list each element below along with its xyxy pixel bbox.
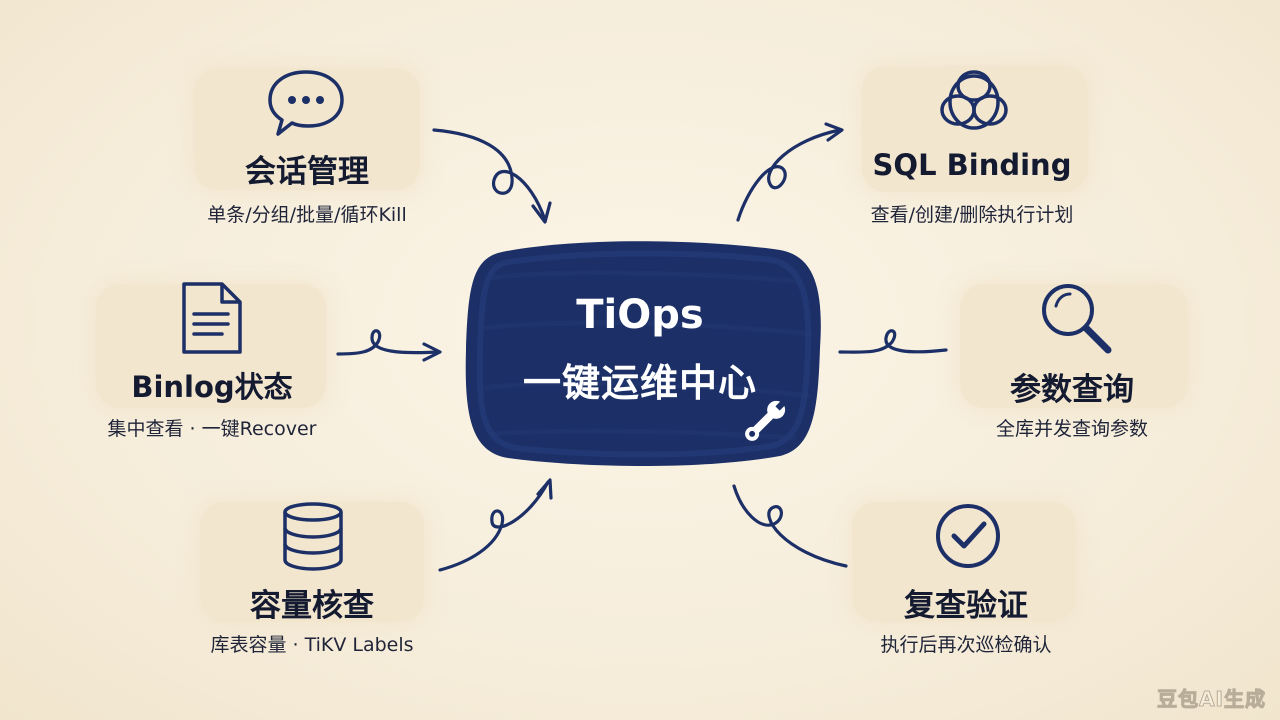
arrow-center-to-param [838,329,948,354]
capacity-check-title: 容量核查 [250,588,374,624]
binlog-status-title: Binlog状态 [131,370,293,404]
watermark: 豆包AI生成 [1157,687,1266,712]
wrench-icon [745,399,787,441]
binlog-status-sub: 集中查看 · 一键Recover [107,418,317,440]
center-subtitle: 一键运维中心 [522,361,758,405]
database-icon [283,502,343,571]
sql-binding-sub: 查看/创建/删除执行计划 [870,204,1074,226]
capacity-check-sub: 库表容量 · TiKV Labels [210,634,414,656]
search-icon [1042,284,1112,354]
parameter-query-sub: 全库并发查询参数 [995,418,1149,440]
arrow-session-to-center [432,128,547,222]
sql-binding-title: SQL Binding [872,148,1072,182]
card-session-management [194,68,420,190]
review-verify-title: 复查验证 [904,588,1028,624]
card-binlog-status [96,284,326,408]
session-management-title: 会话管理 [245,154,369,190]
session-management-sub: 单条/分组/批量/循环Kill [207,204,407,226]
arrow-center-to-review [732,484,848,568]
check-icon [936,504,1000,568]
card-review-verify [852,502,1076,622]
chat-bubble-icon [268,70,344,136]
center-title: TiOps [576,292,704,338]
center-hub [465,241,821,466]
parameter-query-title: 参数查询 [1010,372,1134,408]
knot-icon [940,70,1008,130]
document-icon [182,282,242,354]
arrow-binlog-to-center [336,329,440,356]
arrow-capacity-to-center [438,480,550,572]
card-parameter-query [960,284,1188,408]
arrow-center-to-sql [736,128,842,222]
card-capacity-check [200,502,424,622]
review-verify-sub: 执行后再次巡检确认 [880,634,1052,656]
